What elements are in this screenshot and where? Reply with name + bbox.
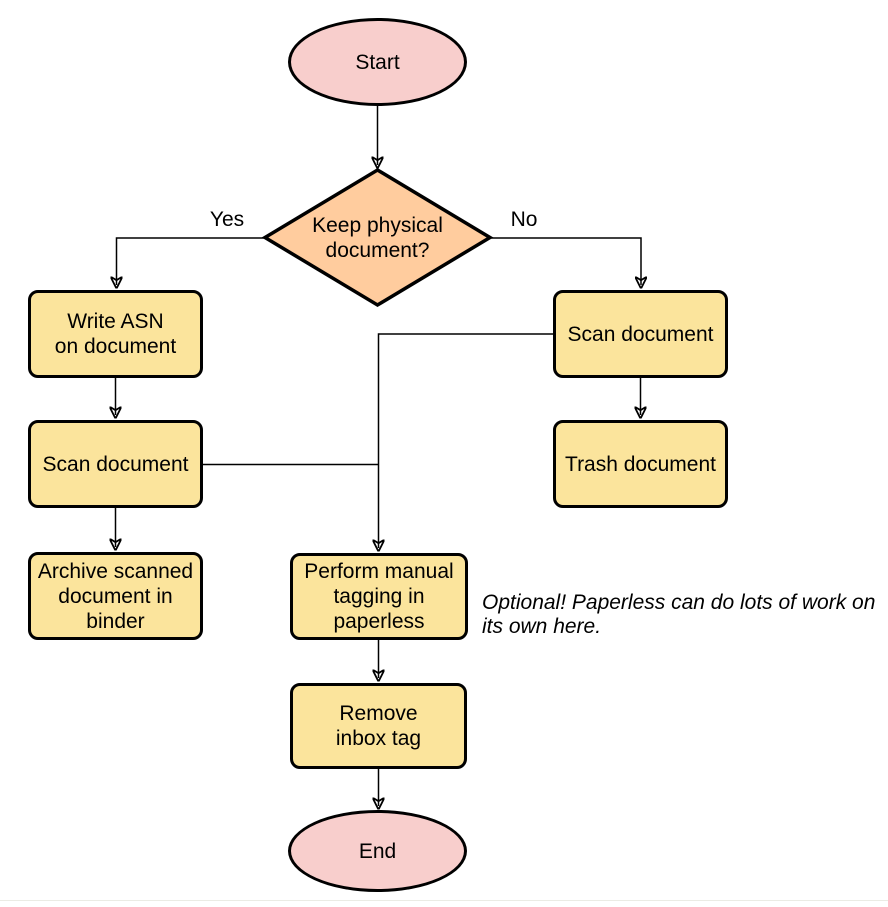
edge-label-yes: Yes [209,208,245,231]
edge-label-no: No [510,208,538,231]
node-scan-document-left: Scan document [28,420,203,508]
node-manual-tagging: Perform manual tagging in paperless [290,553,468,640]
node-archive-scanned: Archive scanned document in binder [28,552,203,640]
node-scan-document-right: Scan document [553,290,728,378]
node-trash-document: Trash document [553,420,728,508]
node-write-asn: Write ASN on document [28,290,203,378]
decision-diamond [261,167,494,308]
node-decision: Keep physical document? [312,213,443,262]
node-decision-shape [261,167,494,308]
edge-decision-yes-to-write-asn [117,237,265,285]
edge-decision-no-to-scan-right [490,237,641,285]
node-end: End [288,810,467,892]
optional-note: Optional! Paperless can do lots of work … [482,591,876,638]
page-boundary-line [0,900,888,901]
node-start: Start [288,18,467,106]
node-remove-inbox-tag: Remove inbox tag [290,683,467,769]
edge-scan-right-to-tagging [379,333,553,548]
